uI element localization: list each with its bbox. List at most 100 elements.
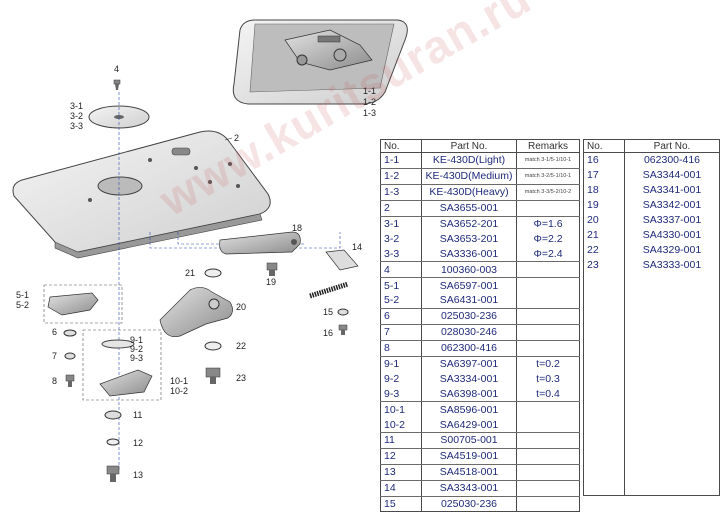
remarks-match-note: match 3-1/5-1/10-1 (524, 156, 572, 163)
cell-part-no (624, 406, 720, 422)
needle-plate-2 (12, 130, 271, 259)
cell-part-no: SA8596-001 (421, 401, 517, 418)
cell-no (583, 272, 625, 288)
cell-part-no: 100360-003 (421, 261, 517, 279)
callout-15: 15 (323, 307, 333, 317)
cell-no: 1-1 (380, 152, 422, 169)
screw-23 (205, 367, 221, 384)
cell-no: 8 (380, 340, 422, 357)
cell-part-no: KE-430D(Heavy) (421, 184, 517, 201)
cell-no: 5-2 (380, 293, 422, 309)
cell-no (583, 421, 625, 436)
callout-16: 16 (323, 328, 333, 338)
cell-no: 21 (583, 227, 625, 243)
callout-13: 13 (133, 470, 143, 480)
callout-23: 23 (236, 373, 246, 383)
callout-8: 8 (52, 376, 57, 386)
cell-part-no: SA6597-001 (421, 277, 517, 294)
cell-no (583, 435, 625, 451)
cell-remarks (516, 496, 580, 512)
header-no: No. (380, 139, 422, 153)
cell-no: 10-1 (380, 401, 422, 418)
cell-remarks: match 3-3/5-2/10-2 (516, 184, 580, 201)
cell-remarks (516, 480, 580, 497)
cell-remarks: t=0.4 (516, 386, 580, 403)
cell-no (583, 406, 625, 422)
cell-no (583, 480, 625, 497)
cell-part-no (624, 361, 720, 377)
cell-part-no (624, 450, 720, 466)
callout-5-2: 5-2 (16, 300, 29, 310)
cell-part-no (624, 376, 720, 392)
header-no: No. (583, 139, 625, 153)
cell-part-no: SA4518-001 (421, 464, 517, 481)
callout-4: 4 (114, 64, 119, 74)
cell-no (583, 376, 625, 392)
cell-remarks (516, 464, 580, 481)
link-18 (219, 231, 301, 255)
cell-no (583, 391, 625, 407)
washer-15 (337, 308, 349, 316)
cell-part-no (624, 435, 720, 451)
callout-9-3: 9-3 (130, 353, 143, 363)
cell-part-no: SA6429-001 (421, 417, 517, 434)
cell-part-no: 025030-236 (421, 308, 517, 325)
table-row-empty (583, 480, 720, 497)
cell-part-no: SA3336-001 (421, 246, 517, 263)
cell-no (583, 301, 625, 317)
spring-17 (309, 281, 349, 299)
cell-no: 9-2 (380, 371, 422, 387)
callout-21: 21 (185, 268, 195, 278)
callout-3-1: 3-1 (70, 101, 83, 111)
cell-part-no (624, 316, 720, 332)
callout-14: 14 (352, 242, 362, 252)
washer-21 (204, 268, 222, 278)
cell-part-no (624, 465, 720, 481)
cell-part-no: SA3337-001 (624, 212, 720, 228)
callout-1-1: 1-1 (363, 86, 376, 96)
header-remarks: Remarks (516, 139, 580, 153)
callout-6: 6 (52, 327, 57, 337)
header-part-no: Part No. (421, 139, 517, 153)
screw-19 (266, 262, 278, 276)
washer-12 (106, 438, 120, 446)
cell-part-no: SA3341-001 (624, 182, 720, 198)
cell-no: 5-1 (380, 277, 422, 294)
cell-no (583, 465, 625, 481)
cell-part-no (624, 391, 720, 407)
cell-no: 23 (583, 257, 625, 273)
cell-part-no: SA4329-001 (624, 242, 720, 258)
cell-remarks (516, 401, 580, 418)
cell-remarks (516, 448, 580, 465)
cell-remarks: Φ=2.4 (516, 246, 580, 263)
cell-no: 2 (380, 200, 422, 217)
cell-no: 3-3 (380, 246, 422, 263)
cell-no (583, 287, 625, 302)
spacer-9 (101, 339, 135, 349)
cell-remarks: Φ=1.6 (516, 216, 580, 232)
cell-no: 17 (583, 167, 625, 183)
cell-part-no (624, 331, 720, 347)
cell-part-no: SA4330-001 (624, 227, 720, 243)
screw-16 (338, 324, 348, 335)
callout-1-2: 1-2 (363, 97, 376, 107)
cell-remarks (516, 277, 580, 294)
cell-part-no: 062300-416 (421, 340, 517, 357)
